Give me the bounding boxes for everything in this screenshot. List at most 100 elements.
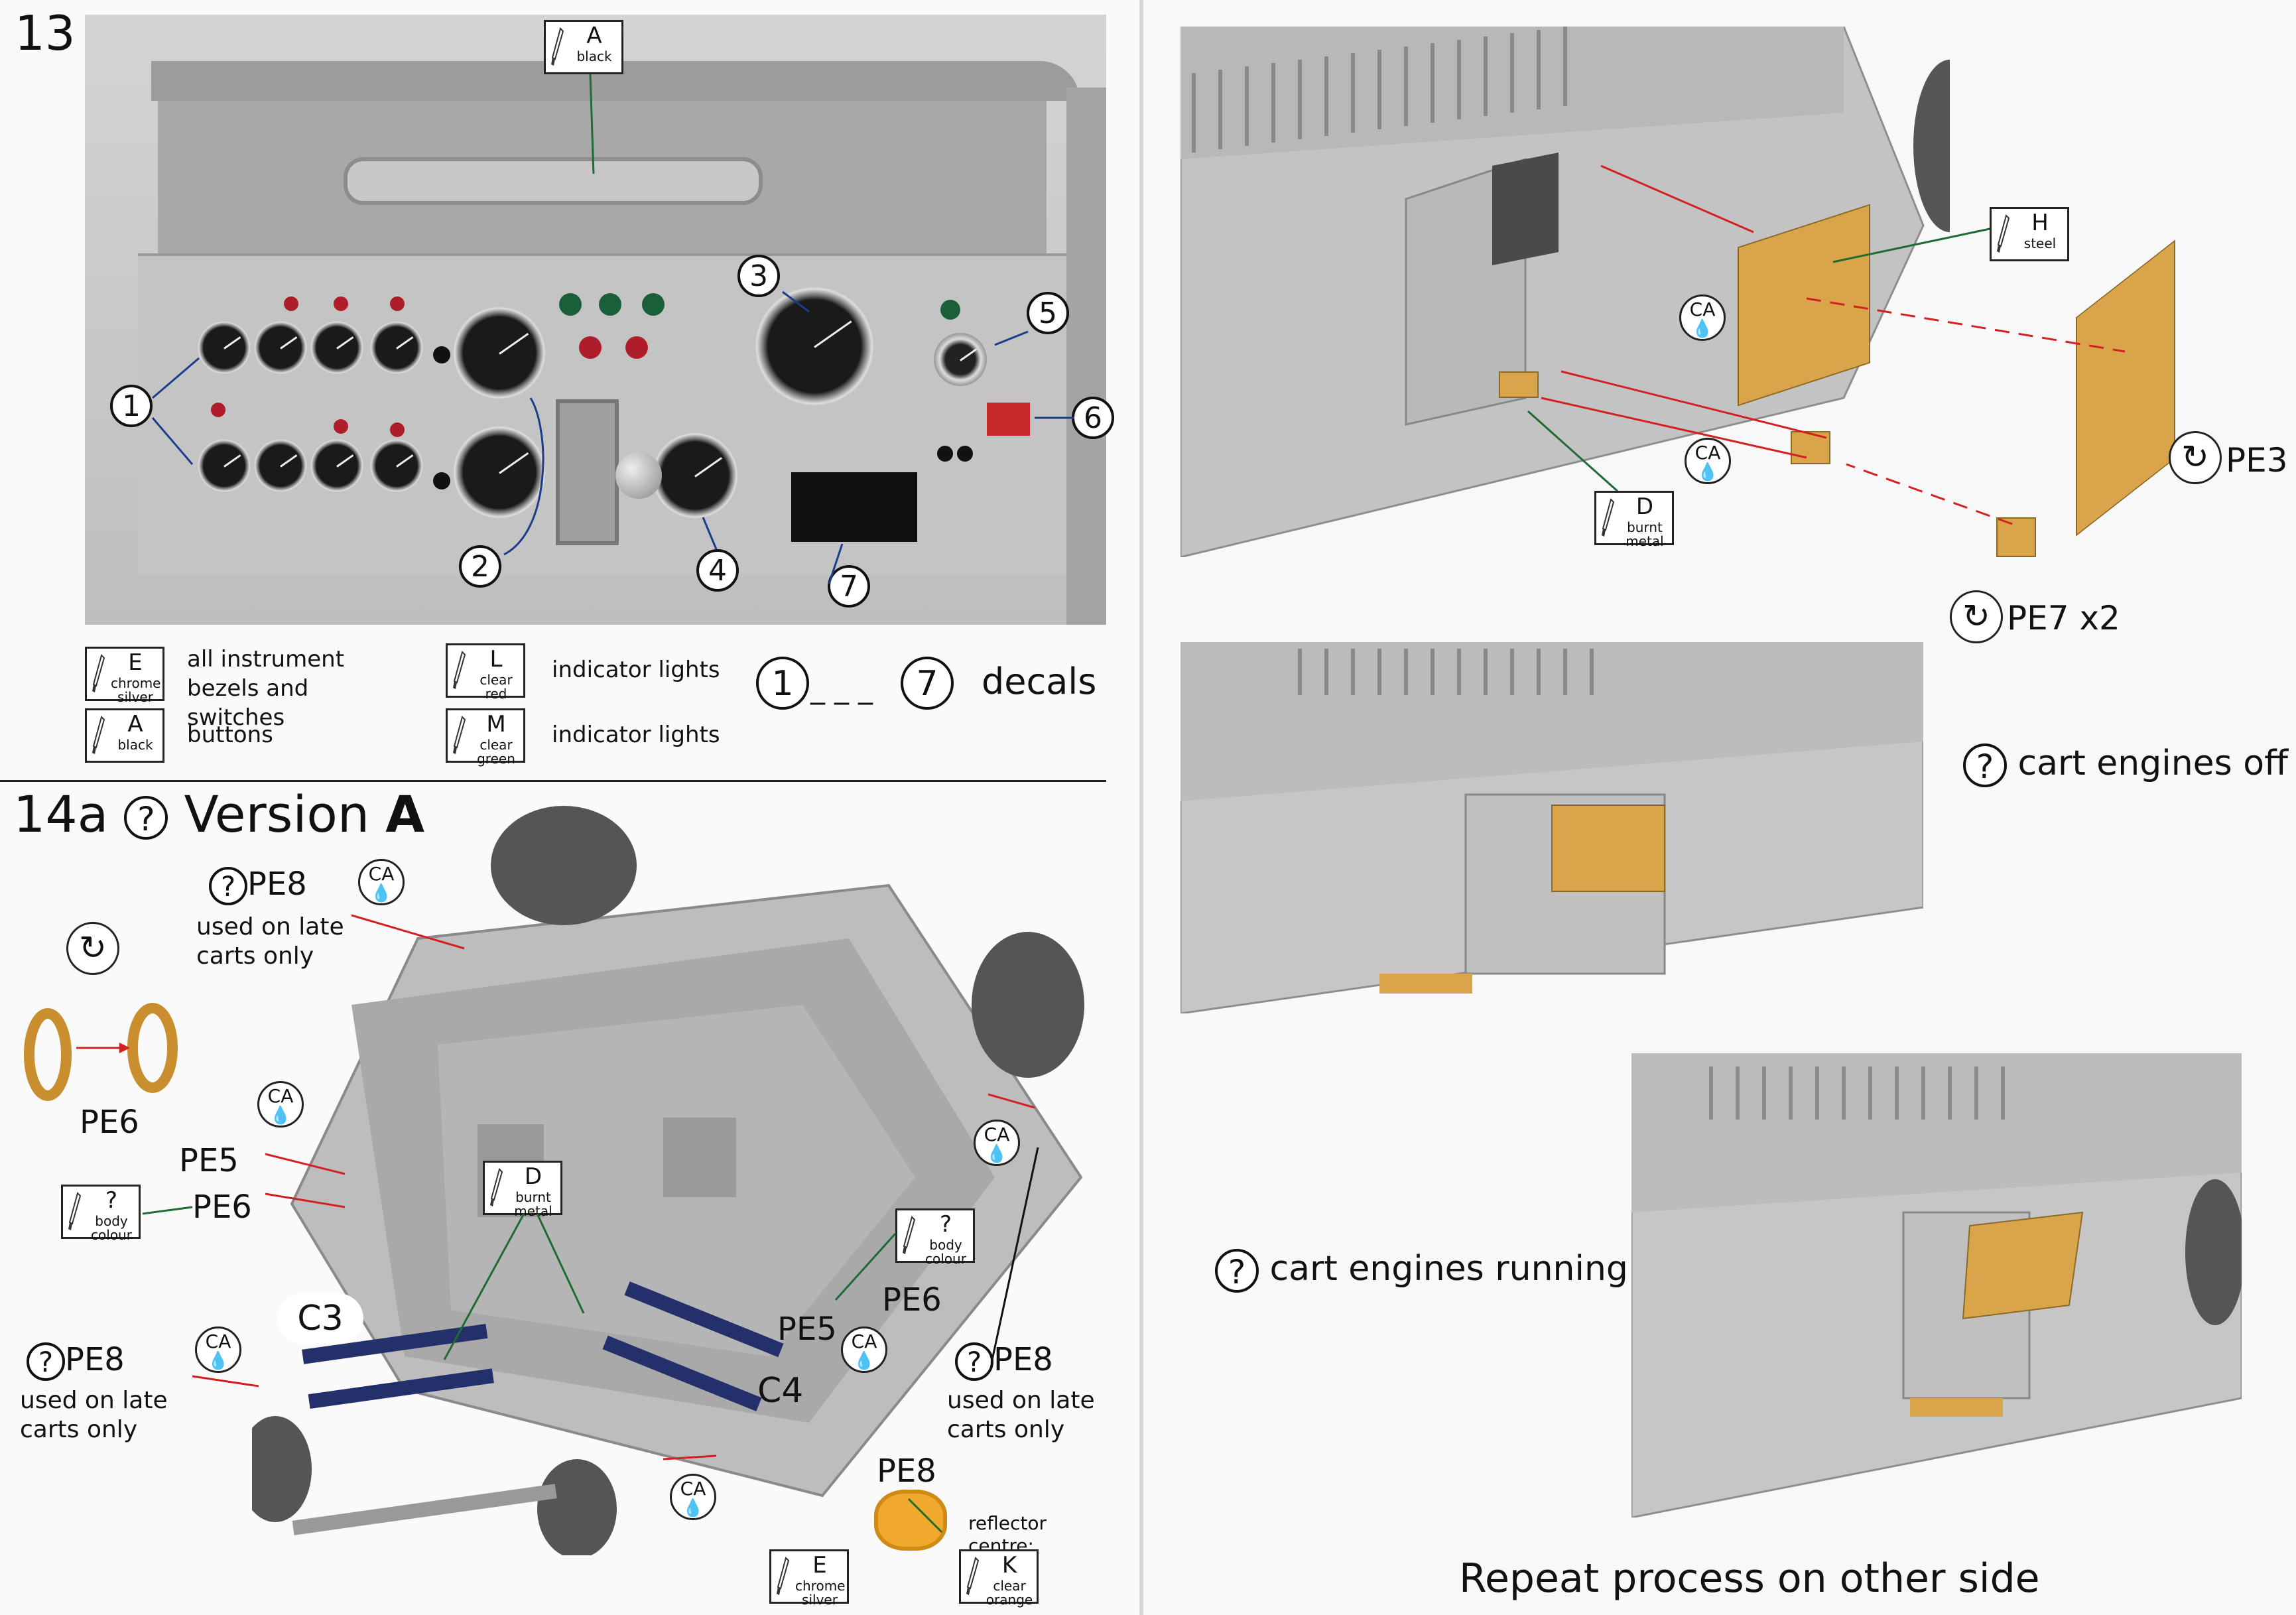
- lid-handle: [344, 157, 763, 205]
- gauge-rpm: [453, 426, 546, 519]
- paint-box-chrome-silver: E chrome silver: [769, 1549, 849, 1607]
- warning-decal: [987, 403, 1030, 436]
- pe6-label-c: PE6: [882, 1281, 942, 1319]
- indicator-light-red: [211, 403, 225, 417]
- pe5-label: PE5: [179, 1142, 239, 1179]
- pe8-left-note1: used on late: [20, 1387, 168, 1414]
- step13-leader-lines: [151, 74, 1074, 584]
- gauge-small: [254, 321, 307, 374]
- pe7-label: PE7 x2: [2007, 599, 2120, 637]
- button-black: [937, 446, 953, 462]
- step-14a-title: 14a ? Version A: [13, 785, 425, 844]
- gauge-ashcroft: [755, 287, 874, 406]
- c4-label: C4: [757, 1371, 804, 1411]
- pe6-ring-parts: [24, 1003, 178, 1101]
- button-black: [433, 346, 450, 363]
- gauge-rpm: [453, 306, 546, 399]
- decals-to: 7: [901, 657, 954, 710]
- paint-box-body-colour-right: ? body colour: [895, 1208, 975, 1266]
- gauge-small: [370, 321, 423, 374]
- pe8-right-label: ?PE8: [955, 1341, 1053, 1381]
- pe8-right-note2: carts only: [947, 1416, 1065, 1443]
- callout-2: 2: [459, 545, 501, 588]
- section-divider: [0, 780, 1106, 782]
- legend-paint-e: E chrome silver: [85, 647, 164, 704]
- gauge-small: [310, 321, 363, 374]
- paint-box-burnt-metal-14b: D burnt metal: [1594, 491, 1674, 549]
- pe6-label-b: PE6: [192, 1189, 252, 1226]
- ca-glue-icon: CA💧: [195, 1326, 241, 1373]
- switch-round: [934, 333, 987, 386]
- pe8-top-note1: used on late: [196, 913, 344, 940]
- pe8-reflector-label: PE8: [877, 1453, 936, 1490]
- exhaust-tip-part: [1791, 431, 1830, 464]
- indicator-light-red: [625, 336, 648, 359]
- rotate-icon: ↻: [2169, 431, 2222, 484]
- step14b-leader-lines: [1527, 164, 2126, 525]
- indicator-light-green: [940, 300, 960, 320]
- gauge-small: [310, 439, 363, 492]
- paint-box-body-colour-left: ? body colour: [61, 1185, 141, 1242]
- page-gutter: [1139, 0, 1143, 1615]
- cart-side-shape-3: [1630, 1052, 2245, 1519]
- button-black: [433, 472, 450, 489]
- ca-glue-icon: CA💧: [1685, 438, 1731, 484]
- ca-glue-icon: CA💧: [257, 1081, 304, 1128]
- rotate-icon: ↻: [66, 922, 119, 975]
- pe8-left-note2: carts only: [20, 1416, 138, 1443]
- indicator-light-red: [390, 422, 405, 437]
- ca-glue-icon: CA💧: [358, 859, 405, 905]
- exhaust-tip-part: [1996, 517, 2036, 557]
- pe8-top-note2: carts only: [196, 942, 314, 970]
- step-13-number: 13: [15, 5, 76, 61]
- gauge-small: [370, 439, 423, 492]
- cart-side-shape-2: [1179, 641, 1925, 1015]
- decals-from: 1: [756, 657, 809, 710]
- legend-text-green-lights: indicator lights: [552, 722, 720, 748]
- decals-label: decals: [982, 661, 1097, 702]
- pe6-label-a: PE6: [80, 1104, 139, 1141]
- gauge-small: [198, 321, 251, 374]
- engines-running-label: ? cart engines running: [1215, 1248, 1628, 1293]
- callout-7: 7: [828, 565, 870, 608]
- pe8-right-note1: used on late: [947, 1387, 1095, 1414]
- paint-box-clear-orange: K clear orange: [959, 1549, 1039, 1607]
- indicator-light-green: [642, 293, 665, 316]
- data-plate-decal: [791, 472, 917, 542]
- rotate-icon: ↻: [1950, 590, 2003, 643]
- gauge-small: [198, 439, 251, 492]
- button-black: [957, 446, 973, 462]
- step14a-leader-lines: [142, 914, 1039, 1533]
- pe3-label: PE3: [2226, 441, 2288, 480]
- exhaust-tip-part: [1499, 371, 1539, 398]
- control-panel-render: [85, 15, 1106, 625]
- pe8-left-label: ?PE8: [27, 1341, 125, 1381]
- lever-knob: [615, 452, 662, 499]
- callout-5: 5: [1027, 292, 1069, 334]
- paint-box-steel: H steel: [1990, 207, 2069, 261]
- panel-right-side: [1066, 88, 1106, 625]
- indicator-light-red: [390, 296, 405, 311]
- gauge-rpm: [652, 432, 738, 519]
- repeat-instruction: Repeat process on other side: [1459, 1555, 2040, 1602]
- callout-4: 4: [696, 549, 739, 592]
- reflector-note1: reflector: [968, 1512, 1047, 1534]
- cart-side-render-engines-running: [1630, 1052, 2245, 1519]
- engines-off-label: ? cart engines off: [1963, 743, 2288, 787]
- indicator-light-red: [334, 296, 348, 311]
- decals-dash: _ _ _: [810, 671, 873, 705]
- gauge-small: [254, 439, 307, 492]
- legend-paint-m: M clear green: [446, 708, 525, 766]
- indicator-light-green: [599, 293, 621, 316]
- ca-glue-icon: CA💧: [1679, 294, 1726, 341]
- ca-glue-icon: CA💧: [841, 1326, 887, 1373]
- paint-box-burnt-metal-14a: D burnt metal: [483, 1161, 562, 1218]
- legend-paint-l: L clear red: [446, 643, 525, 701]
- ca-glue-icon: CA💧: [974, 1120, 1020, 1166]
- c3-label: C3: [277, 1293, 363, 1344]
- indicator-light-red: [334, 419, 348, 434]
- callout-1: 1: [110, 385, 153, 427]
- cart-side-render-engines-off: [1179, 641, 1925, 1015]
- legend-text-bezels: all instrument bezels and switches: [187, 646, 345, 732]
